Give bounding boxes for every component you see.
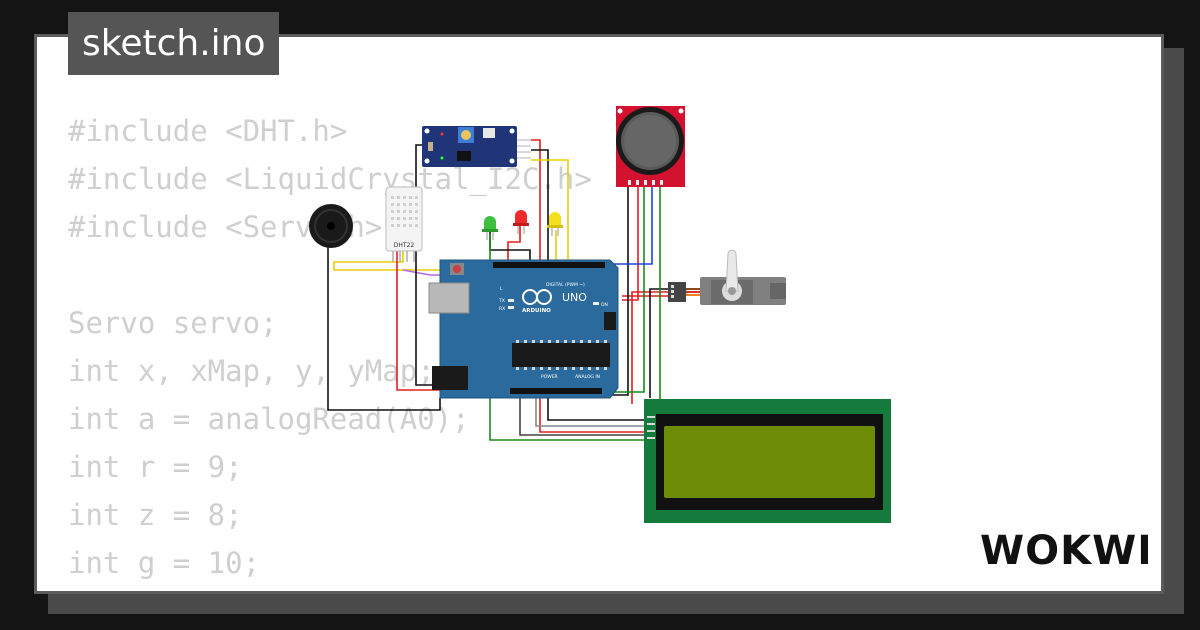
photoresistor-module[interactable] <box>422 126 531 167</box>
code-preview: #include <DHT.h>#include <LiquidCrystal_… <box>68 107 592 587</box>
code-line: #include <DHT.h> <box>68 114 348 148</box>
code-line: Servo servo; <box>68 306 278 340</box>
code-line: int a = analogRead(A0); <box>68 402 470 436</box>
arduino-uno-board[interactable]: UNO ARDUINO DIGITAL (PWM ~) ANALOG IN PO… <box>428 259 619 399</box>
joystick-module[interactable] <box>616 106 685 187</box>
board-analog-label: ANALOG IN <box>575 374 600 380</box>
board-model-label: UNO <box>562 291 587 304</box>
dht22-label: DHT22 <box>394 242 415 249</box>
code-line: int g = 10; <box>68 546 261 580</box>
led-yellow-icon[interactable] <box>547 212 563 236</box>
led-red-icon[interactable] <box>513 210 529 234</box>
code-line: int x, xMap, y, yMap; <box>68 354 435 388</box>
board-on-label: ON <box>601 302 608 308</box>
servo-motor[interactable] <box>668 249 786 305</box>
wokwi-logo-text: WOKWI <box>980 528 1148 574</box>
board-digital-label: DIGITAL (PWM ~) <box>546 282 585 288</box>
code-line: int z = 8; <box>68 498 243 532</box>
file-tab[interactable]: sketch.ino <box>68 12 280 75</box>
code-line: int r = 9; <box>68 450 243 484</box>
buzzer-icon[interactable] <box>309 204 353 248</box>
board-power-label: POWER <box>541 374 558 380</box>
code-line: #include <Servo.h> <box>68 210 383 244</box>
board-l-label: L <box>500 286 503 292</box>
wires <box>327 139 668 441</box>
board-tx-label: TX <box>498 298 505 304</box>
board-brand-label: ARDUINO <box>522 308 551 314</box>
board-rx-label: RX <box>499 306 505 312</box>
dht22-sensor[interactable]: DHT22 <box>385 186 423 262</box>
led-green-icon[interactable] <box>482 216 498 240</box>
lcd-display[interactable] <box>644 399 891 523</box>
wokwi-logo: WOKWI <box>980 528 1148 574</box>
